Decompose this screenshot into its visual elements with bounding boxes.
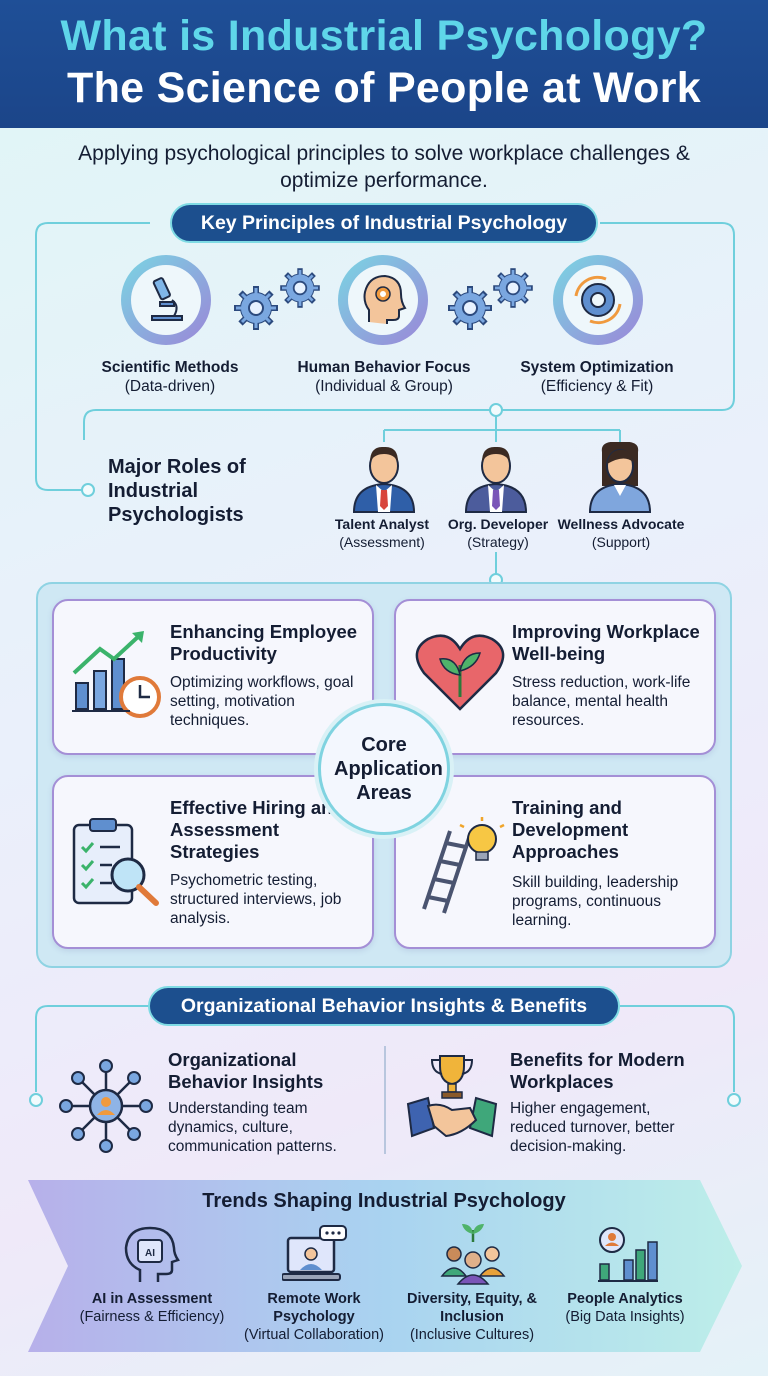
card-desc: Skill building, leadership programs, con… [512, 874, 679, 929]
role-title: Talent Analyst [334, 516, 430, 532]
role-wellness: Wellness Advocate (Support) [552, 515, 690, 551]
principle-title: Scientific Methods [101, 359, 239, 376]
trends-heading: Trends Shaping Industrial Psychology [202, 1190, 566, 1212]
ai-head-icon: AI [124, 1226, 180, 1282]
role-sub: (Strategy) [467, 534, 529, 550]
subtitle: Applying psychological principles to sol… [78, 142, 690, 192]
trends-banner [28, 1180, 742, 1352]
trend-title: Remote Work Psychology [267, 1291, 361, 1325]
principle-title: System Optimization [520, 359, 674, 376]
insights-heading: Organizational Behavior Insights & Benef… [148, 986, 620, 1026]
card-desc: Optimizing workflows, goal setting, moti… [170, 674, 354, 729]
title-line-1: What is Industrial Psychology? [60, 12, 708, 60]
network-icon [59, 1059, 153, 1153]
man-purple-tie-icon [464, 446, 528, 513]
title-line-2: The Science of People at Work [67, 64, 701, 112]
card-desc: Stress reduction, work-life balance, men… [512, 674, 691, 729]
card-title: Enhancing Employee Productivity [170, 621, 358, 664]
role-talent: Talent Analyst (Assessment) [318, 515, 446, 551]
ladder-bulb-icon [422, 817, 505, 914]
svg-text:AI: AI [145, 1248, 155, 1259]
principle-sub: (Individual & Group) [315, 378, 453, 395]
principle-title: Human Behavior Focus [297, 359, 471, 376]
gear-icon [280, 268, 320, 308]
card-title: Improving Workplace Well-being [512, 621, 700, 664]
microscope-icon [121, 255, 211, 345]
card-desc: Psychometric testing, structured intervi… [170, 872, 342, 927]
heart-plant-icon [415, 634, 505, 711]
role-sub: (Assessment) [339, 534, 425, 550]
roles-heading: Major Roles of Industrial Psychologists [108, 456, 246, 526]
roles-icons [352, 442, 652, 513]
head-gear-icon [338, 255, 428, 345]
gear-icon [448, 286, 492, 330]
trend-title: People Analytics [567, 1291, 683, 1307]
laptop-chat-icon [282, 1225, 347, 1281]
trend-analytics: People Analytics (Big Data Insights) [552, 1290, 698, 1326]
handshake-trophy-icon [406, 1055, 498, 1138]
gear-icon [493, 268, 533, 308]
trend-title: AI in Assessment [91, 1291, 213, 1307]
card-wellbeing: Improving Workplace Well-being Stress re… [394, 599, 716, 755]
chart-clock-icon [72, 631, 161, 718]
principle-human: Human Behavior Focus (Individual & Group… [284, 358, 484, 396]
diverse-people-icon [440, 1224, 506, 1285]
trend-sub: (Virtual Collaboration) [244, 1327, 384, 1343]
core-center-label: Core Application Areas [334, 734, 443, 804]
card-training: Training and Development Approaches Skil… [394, 775, 716, 949]
woman-icon [588, 442, 652, 513]
card-title: Effective Hiring and Assessment Strategi… [170, 797, 344, 862]
trend-title: Diversity, Equity, & Inclusion [407, 1291, 537, 1325]
trend-sub: (Fairness & Efficiency) [79, 1309, 225, 1325]
man-red-tie-icon [352, 446, 416, 513]
insight-title: Benefits for Modern Workplaces [510, 1049, 685, 1092]
card-title: Training and Development Approaches [512, 797, 629, 862]
card-productivity: Enhancing Employee Productivity Optimizi… [52, 599, 374, 755]
insights-divider [384, 1046, 386, 1154]
role-title: Org. Developer [447, 516, 549, 532]
principles-heading: Key Principles of Industrial Psychology [170, 203, 598, 243]
insight-desc: Understanding team dynamics, culture, co… [168, 1100, 337, 1155]
insight-desc: Higher engagement, reduced turnover, bet… [510, 1100, 675, 1155]
principles-icon-row [121, 255, 643, 345]
principle-scientific: Scientific Methods (Data-driven) [80, 358, 260, 396]
trend-ai: AI in Assessment (Fairness & Efficiency) [62, 1290, 242, 1326]
role-org: Org. Developer (Strategy) [440, 515, 556, 551]
role-title: Wellness Advocate [557, 516, 685, 532]
card-hiring: Effective Hiring and Assessment Strategi… [52, 775, 374, 949]
principle-system: System Optimization (Efficiency & Fit) [500, 358, 694, 396]
trend-sub: (Big Data Insights) [565, 1309, 685, 1325]
header-banner: What is Industrial Psychology? The Scien… [0, 0, 768, 128]
analytics-person-icon [598, 1227, 658, 1282]
insight-title: Organizational Behavior Insights [168, 1049, 324, 1092]
clipboard-magnifier-icon [72, 818, 159, 906]
trend-sub: (Inclusive Cultures) [409, 1327, 535, 1343]
trend-dei: Diversity, Equity, & Inclusion (Inclusiv… [400, 1290, 544, 1344]
gear-icon [234, 286, 278, 330]
principle-sub: (Efficiency & Fit) [540, 378, 654, 395]
principle-sub: (Data-driven) [124, 378, 216, 395]
core-center-circle: Core Application Areas [318, 703, 450, 835]
trend-remote: Remote Work Psychology (Virtual Collabor… [234, 1290, 394, 1344]
gear-cycle-icon [553, 255, 643, 345]
role-sub: (Support) [591, 534, 651, 550]
